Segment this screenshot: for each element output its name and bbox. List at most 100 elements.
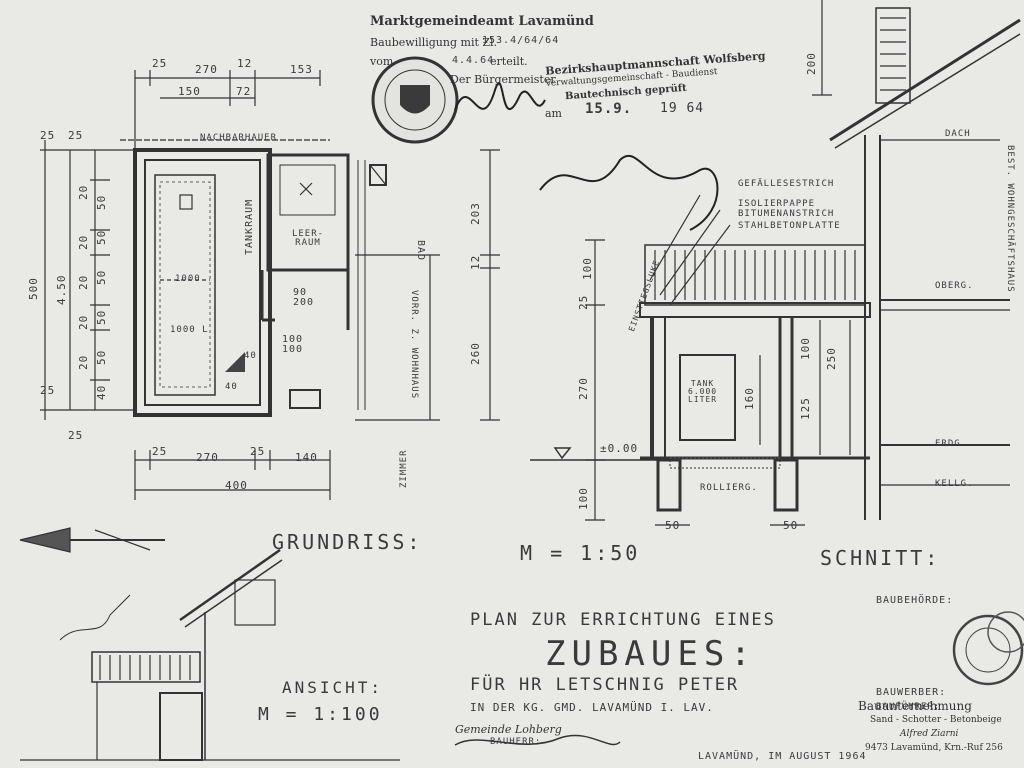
municipality-stamp-signer: Der Bürgermeister	[450, 73, 556, 86]
dim-right-12: 12	[469, 254, 482, 270]
dim-seg-6: 50	[95, 269, 108, 285]
dim-seg-1: 20	[77, 184, 90, 200]
dim-seg-3: 20	[77, 234, 90, 250]
label-100-100: 100 100	[282, 334, 304, 355]
dim-seg-2: 50	[95, 194, 108, 210]
balcony-railing	[644, 244, 866, 306]
district-stamp-date: 15.9.	[585, 101, 633, 117]
label-keller: KELLG.	[935, 479, 974, 489]
dim-section-right-125: 125	[799, 397, 812, 420]
label-stahlbeton: STAHLBETONPLATTE	[738, 221, 841, 231]
title-line4: IN DER KG. GMD. LAVAMÜND I. LAV.	[470, 701, 714, 714]
dim-section-left-100b: 100	[577, 487, 590, 510]
dim-seg-5: 20	[77, 274, 90, 290]
district-stamp-year: 19 64	[660, 101, 705, 116]
tank-room-outer-wall	[133, 148, 272, 417]
label-1000-bottom: 1000 L	[170, 325, 209, 335]
municipality-stamp-line2: Baubewilligung mit Zl.	[370, 36, 498, 49]
title-line2: ZUBAUES:	[545, 634, 757, 674]
signature-owner	[454, 734, 621, 746]
dim-left-25c: 25	[40, 384, 56, 397]
company-line2: Sand - Schotter - Betonbeige	[870, 715, 1002, 725]
municipality-zl-number: 153.4/64/64	[482, 35, 560, 46]
dim-left-25b: 25	[68, 129, 84, 142]
company-address: 9473 Lavamünd, Krn.-Ruf 256	[865, 743, 1003, 753]
dim-section-left-100: 100	[581, 257, 594, 280]
label-40-a: 40	[244, 351, 257, 361]
dim-seg-10: 50	[95, 349, 108, 365]
label-neighbor: NACHBARHAUER	[200, 133, 278, 143]
dim-bottom-270: 270	[196, 451, 219, 464]
label-bitumen: BITUMENANSTRICH	[738, 209, 835, 219]
dim-section-right-160: 160	[743, 387, 756, 410]
dim-top-25: 25	[152, 57, 168, 70]
municipality-seal	[371, 56, 459, 144]
dim-seg-8: 50	[95, 309, 108, 325]
dim-left-25a: 25	[40, 129, 56, 142]
label-tank-room: TANKRAUM	[244, 198, 255, 255]
label-vorr-wohnhaus: VORR. Z. WOHNHAUS	[409, 290, 419, 400]
dim-foundation-50b: 50	[783, 519, 799, 532]
municipality-stamp-title: Marktgemeindeamt Lavamünd	[370, 14, 594, 29]
label-90-200: 90 200	[293, 287, 315, 308]
tank-room-inner-wall	[144, 159, 261, 406]
tank-section	[679, 354, 736, 441]
label-gemeinde: Gemeinde Lohberg	[455, 723, 562, 736]
dim-section-left-270: 270	[577, 377, 590, 400]
section-title: SCHNITT:	[820, 546, 941, 570]
label-obergeschoss: OBERG.	[935, 281, 974, 291]
elevation-scale: M = 1:100	[258, 704, 383, 725]
municipality-stamp-line3: vom	[370, 55, 394, 68]
municipality-stamp-line3b: erteilt.	[490, 55, 528, 68]
dim-top-12: 12	[237, 57, 253, 70]
leer-raum-wall	[266, 153, 350, 272]
dim-bottom-140: 140	[295, 451, 318, 464]
dim-bottom-25a: 25	[152, 445, 168, 458]
tank-outline	[154, 174, 216, 396]
label-tank-6000: TANK 6.000 LITER	[688, 379, 718, 404]
floor-plan-scale: M = 1:50	[520, 541, 641, 565]
label-bad: BAD	[415, 240, 426, 262]
dim-left-450: 4.50	[55, 274, 68, 306]
dim-left-25d: 25	[68, 429, 84, 442]
label-dach: DACH	[945, 129, 971, 139]
label-isolier: ISOLIERPAPPE	[738, 199, 816, 209]
label-40-b: 40	[225, 382, 238, 392]
level-000: ±0.00	[600, 442, 639, 455]
dim-seg-9: 20	[77, 354, 90, 370]
label-zimmer: ZIMMER	[399, 449, 409, 488]
dim-bottom-25b: 25	[250, 445, 266, 458]
label-1000-top: 1000	[175, 274, 201, 284]
chimney	[875, 7, 911, 104]
company-seal	[952, 611, 1024, 686]
dim-section-left-25: 25	[577, 294, 590, 310]
place-date: LAVAMÜND, IM AUGUST 1964	[698, 751, 867, 762]
dim-top-270: 270	[195, 63, 218, 76]
label-bestehend: BEST. WOHNGESCHÄFTSHAUS	[1005, 145, 1015, 293]
label-bauherr: BAUHERR:	[490, 737, 542, 747]
dim-top-153: 153	[290, 63, 313, 76]
company-owner: Alfred Ziarni	[900, 729, 959, 739]
district-stamp-am: am	[545, 107, 562, 120]
dim-top-72: 72	[236, 85, 252, 98]
dim-seg-7: 20	[77, 314, 90, 330]
dim-foundation-50a: 50	[665, 519, 681, 532]
signature-mayor	[454, 82, 546, 111]
dim-right-260: 260	[469, 342, 482, 365]
label-erdgeschoss: ERDG.	[935, 439, 968, 449]
floor-plan-title: GRUNDRISS:	[272, 530, 423, 554]
dim-section-right-250: 250	[825, 347, 838, 370]
dim-top-150: 150	[178, 85, 201, 98]
signature-district	[539, 154, 719, 231]
dim-bottom-400: 400	[225, 479, 248, 492]
label-rollierung: ROLLIERG.	[700, 483, 758, 493]
dim-left-500: 500	[27, 277, 40, 300]
title-line1: PLAN ZUR ERRICHTUNG EINES	[470, 610, 776, 630]
company-name: Bauunternehmung	[858, 699, 972, 713]
dim-seg-4: 50	[95, 229, 108, 245]
municipality-permit-date: 4.4.64	[452, 55, 495, 66]
dim-right-203: 203	[469, 202, 482, 225]
label-gefaelle: GEFÄLLESESTRICH	[738, 179, 835, 189]
